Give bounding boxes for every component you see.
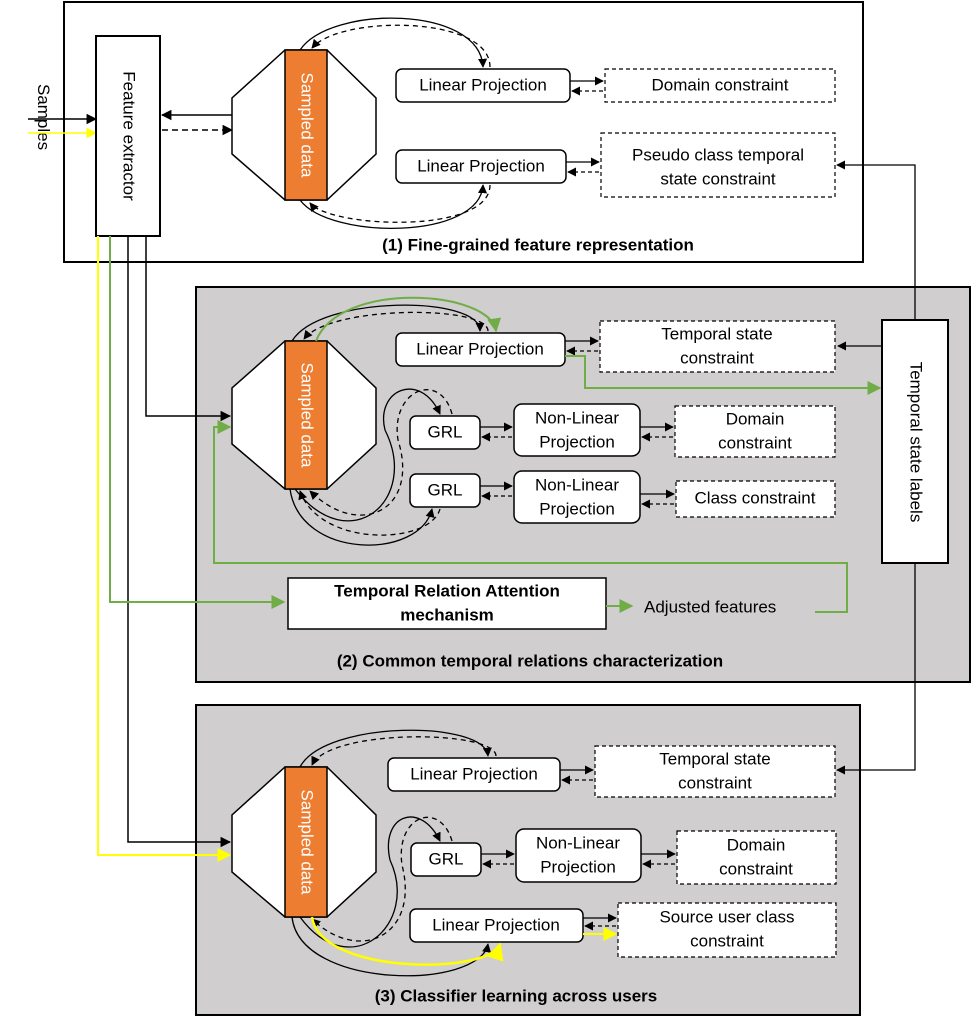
s2-domain-line1: Domain [726,409,785,428]
s1-linear-projection-top-label: Linear Projection [419,75,547,94]
s1-domain-constraint [604,68,836,103]
s2-nonlinear-1-line1: Non-Linear [535,408,619,427]
samples-label: Samples [34,84,53,150]
s2-green-to-tsl [565,355,882,395]
s3-domain-line2: constraint [719,859,793,878]
s3-domain-line1: Domain [727,835,786,854]
s3-domain-constraint [676,830,837,885]
s3-loop-grl-solid [299,816,441,948]
s2-linear-projection-label: Linear Projection [416,339,544,358]
s1-title: (1) Fine-grained feature representation [382,235,694,254]
s2-loop-grl2-dashed [298,490,441,536]
s3-grl [410,842,482,877]
fe-to-s3-hexagon [127,236,232,848]
s2-grl-2 [409,473,481,508]
s2-title: (2) Common temporal relations characteri… [337,651,723,670]
fe-to-attention-green [109,236,286,609]
s1-sampled-data-bar [284,49,328,201]
s2-attention-line1: Temporal Relation Attention [334,581,560,600]
s3-linear-projection-top [387,757,561,792]
s2-loop-grl2-solid [289,488,435,546]
s2-adjusted-features: Adjusted features [644,597,776,616]
s2-temporal-state-constraint [599,320,836,373]
s3-linear-projection-bottom [409,908,584,943]
s3-nonlinear [515,828,642,883]
feature-extractor-label: Feature extractor [120,71,139,201]
s1-pseudo-line2: state constraint [660,169,776,188]
s2-loop-top-dashed [303,311,489,340]
s2-green-feedback [213,420,848,613]
s3-temporal-state-constraint [594,745,836,798]
fe-to-s3-yellow [97,236,232,862]
s1-loop-top-solid [299,17,488,68]
s3-nonlinear-line1: Non-Linear [536,833,620,852]
s1-pseudo-line1: Pseudo class temporal [632,145,804,164]
panel-1 [63,1,864,263]
s3-temporal-line1: Temporal state [659,749,771,768]
s1-linear-projection-bottom-label: Linear Projection [417,156,545,175]
s2-class-constraint-label: Class constraint [695,488,816,507]
s3-nonlinear-line2: Projection [540,857,616,876]
s2-class-constraint [675,480,836,518]
s1-domain-constraint-label: Domain constraint [651,75,788,94]
s2-nonlinear-2 [513,470,641,524]
s2-grl-1 [409,415,481,450]
s3-sampled-data-label: Sampled data [298,790,317,895]
s3-title: (3) Classifier learning across users [375,986,658,1005]
s3-source-line1: Source user class [659,907,794,926]
temporal-state-labels-box [881,319,949,564]
s1-sampled-data-label: Sampled data [298,73,317,178]
s3-sampled-data-bar [284,766,328,918]
s2-grl-2-label: GRL [428,480,463,499]
s2-domain-constraint [674,405,836,458]
s1-loop-top-dashed [311,24,491,68]
s2-nonlinear-2-line2: Projection [539,499,615,518]
tsl-to-s3-temporal [836,563,916,775]
s2-nonlinear-1 [513,403,641,457]
s2-linear-projection [395,332,566,367]
s1-loop-bottom-dashed [309,184,491,223]
s2-temporal-line1: Temporal state [661,324,773,343]
s1-linear-projection-bottom [395,149,567,184]
temporal-state-labels-label: Temporal state labels [907,362,926,523]
s2-sampled-data-bar [284,340,328,490]
s2-attention-line2: mechanism [400,605,494,624]
s3-temporal-line2: constraint [678,773,752,792]
s1-pseudo-class-constraint [600,132,836,198]
s1-loop-bottom-solid [299,184,488,229]
s1-linear-projection-top [395,68,571,103]
fe-to-s2-hexagon [145,236,232,422]
s2-grl-1-label: GRL [428,422,463,441]
s3-loop-bottom-yellow [310,916,504,966]
s3-loop-top-dashed [311,736,497,766]
s2-loop-grl1-solid [294,388,441,522]
s2-nonlinear-1-line2: Projection [539,432,615,451]
s3-source-line2: constraint [690,931,764,950]
s3-grl-label: GRL [429,849,464,868]
s2-nonlinear-2-line1: Non-Linear [535,475,619,494]
s3-linear-projection-bottom-label: Linear Projection [432,915,560,934]
s3-linear-projection-top-label: Linear Projection [410,764,538,783]
s2-loop-top-green [315,296,502,342]
s3-source-user-constraint [617,902,837,958]
feature-extractor-box [95,35,161,237]
s2-loop-grl1-dashed [309,389,453,516]
tsl-to-s1-pseudo [836,160,916,320]
s2-temporal-line2: constraint [680,348,754,367]
s2-sampled-data-label: Sampled data [298,363,317,468]
s2-domain-line2: constraint [718,433,792,452]
s2-attention-box [287,577,607,630]
